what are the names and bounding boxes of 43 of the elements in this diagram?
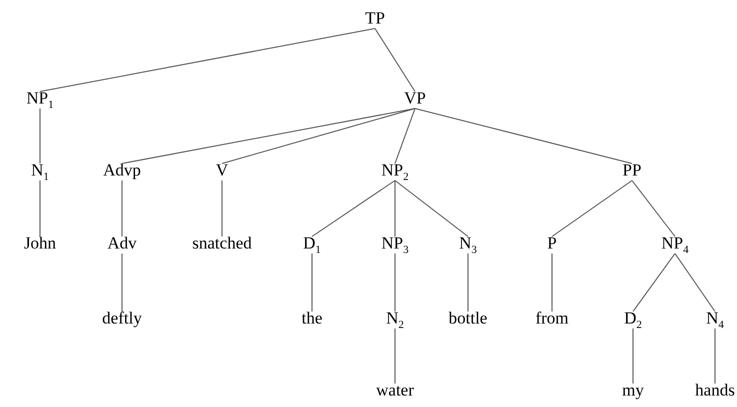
- tree-node-label: N$_{1}$: [30, 160, 50, 180]
- tree-node-label: D$_{1}$: [302, 234, 322, 252]
- tree-node-label: my: [621, 380, 645, 400]
- tree-branch-line: [394, 253, 396, 312]
- tree-node-label: NP$_{4}$: [660, 234, 690, 252]
- tree-node-label: from: [534, 308, 570, 328]
- tree-node-label: the: [300, 308, 324, 328]
- tree-node-label: deftly: [101, 308, 143, 328]
- tree-branch-line: [414, 108, 632, 164]
- tree-node-label: NP$_{2}$: [380, 160, 410, 180]
- tree-node-label: D$_{2}$: [623, 308, 643, 328]
- tree-branch-line: [40, 28, 376, 92]
- tree-node-label: PP: [622, 160, 642, 180]
- tree-node-label: Advp: [102, 160, 142, 180]
- tree-branch-line: [394, 328, 396, 384]
- tree-branch-line: [312, 180, 396, 237]
- tree-branch-line: [714, 328, 716, 384]
- tree-branch-line: [222, 108, 416, 164]
- tree-node-label: Adv: [106, 234, 138, 252]
- tree-node-label: N$_{4}$: [705, 308, 725, 328]
- tree-node-label: N$_{3}$: [458, 234, 478, 252]
- tree-node-label: bottle: [448, 308, 488, 328]
- tree-branch-line: [394, 180, 396, 237]
- tree-branch-line: [632, 253, 676, 312]
- tree-branch-line: [374, 28, 416, 92]
- tree-branch-line: [122, 108, 416, 164]
- tree-node-label: NP$_{1}$: [25, 88, 55, 108]
- tree-node-label: hands: [694, 380, 736, 400]
- tree-node-label: P: [546, 234, 558, 252]
- tree-node-label: N$_{2}$: [385, 308, 405, 328]
- tree-node-label: John: [22, 234, 58, 252]
- tree-branch-line: [394, 180, 468, 237]
- tree-node-label: V: [214, 160, 230, 180]
- tree-node-label: TP: [364, 8, 386, 28]
- tree-branch-line: [674, 253, 716, 312]
- tree-node-label: VP: [403, 88, 427, 108]
- tree-branch-line: [552, 180, 632, 237]
- tree-branch-line: [632, 328, 634, 384]
- tree-node-label: water: [375, 380, 415, 400]
- tree-node-label: NP$_{3}$: [380, 234, 410, 252]
- tree-branch-line: [632, 180, 676, 237]
- tree-node-label: snatched: [191, 234, 253, 252]
- tree-branch-line: [394, 108, 416, 164]
